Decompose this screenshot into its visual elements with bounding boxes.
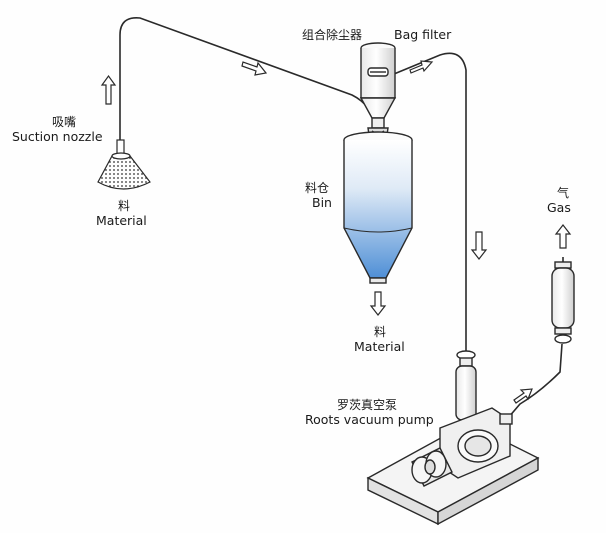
exhaust-pipe [507, 343, 563, 419]
suction-label-cn: 吸嘴 [52, 115, 76, 129]
bag-filter-icon [359, 42, 397, 143]
flow-arrow-icon [100, 74, 117, 105]
bin-icon [343, 131, 413, 284]
filter-outlet-pipe [393, 52, 467, 352]
flow-arrows [100, 60, 572, 404]
silencer-icon [551, 261, 575, 344]
flow-arrow-icon [241, 61, 268, 76]
labels: 组合除尘器 Bag filter 吸嘴 Suction nozzle 料 Mat… [12, 27, 571, 427]
gas-label-en: Gas [547, 200, 571, 215]
roots-pump-icon [366, 350, 540, 526]
bag-filter-label-en: Bag filter [394, 27, 452, 42]
flow-arrow-icon [470, 231, 488, 260]
flow-arrow-icon [513, 388, 533, 404]
material-left-label-cn: 料 [118, 199, 130, 213]
material-bottom-label-cn: 料 [374, 325, 386, 339]
pipelines [119, 17, 564, 419]
material-left-label-en: Material [96, 213, 147, 228]
flow-arrow-icon [409, 60, 434, 74]
flow-arrow-icon [554, 224, 572, 249]
pump-label-cn: 罗茨真空泵 [337, 398, 397, 412]
gas-label-cn: 气 [557, 185, 569, 200]
bag-filter-label-cn: 组合除尘器 [302, 27, 362, 42]
bin-label-cn: 料仓 [305, 181, 329, 195]
flow-arrow-icon [369, 291, 387, 316]
suction-label-en: Suction nozzle [12, 129, 103, 144]
suction-nozzle-icon [97, 139, 151, 190]
material-bottom-label-en: Material [354, 339, 405, 354]
pump-label-en: Roots vacuum pump [305, 412, 434, 427]
bin-label-en: Bin [312, 195, 332, 210]
